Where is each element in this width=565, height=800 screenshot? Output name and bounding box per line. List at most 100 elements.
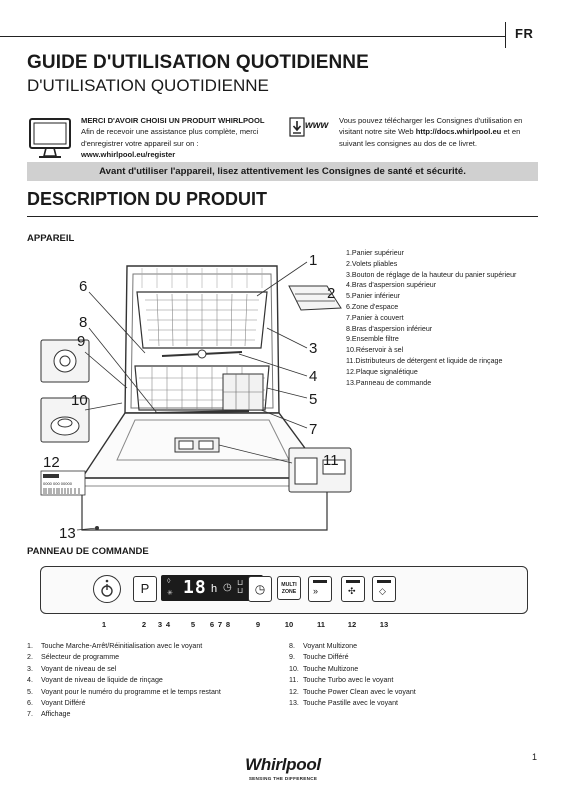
legend-item: 1. Touche Marche-Arrêt/Réinitialisation a… xyxy=(27,641,277,652)
panel-number: 5 xyxy=(190,620,196,629)
dishwasher-illustration: 1 2 3 4 5 6 7 8 9 10 11 12 13 0000 000 0… xyxy=(40,252,352,542)
register-info: MERCI D'AVOIR CHOISI UN PRODUIT WHIRLPOO… xyxy=(81,115,276,161)
brand-name: Whirlpool xyxy=(245,755,321,774)
legend-number: 7. xyxy=(27,710,33,719)
tablet-button[interactable]: ◇ xyxy=(372,576,396,602)
whirlpool-logo: Whirlpool SENSING THE DIFFERENCE xyxy=(233,755,333,781)
legend-number: 6. xyxy=(27,699,33,708)
legend-item: 12.Touche Power Clean avec le voyant xyxy=(289,687,539,698)
part-item: 11.Distributeurs de détergent et liquide… xyxy=(346,356,503,365)
brand-tagline: SENSING THE DIFFERENCE xyxy=(248,776,318,781)
safety-warning-banner: Avant d'utiliser l'appareil, lisez atten… xyxy=(27,162,538,181)
thanks-line: d'enregistrer votre appareil sur on : xyxy=(81,138,199,148)
panel-number: 6 xyxy=(209,620,215,629)
section-rule xyxy=(27,216,538,217)
power-clean-button[interactable]: ✣ xyxy=(341,576,365,602)
power-button[interactable] xyxy=(93,575,121,603)
legend-number: 13. xyxy=(289,699,299,708)
callout-3: 3 xyxy=(309,340,317,357)
header-separator xyxy=(505,22,506,48)
legend-text: Touche Marche-Arrêt/Réinitialisation ave… xyxy=(41,642,203,650)
part-item: 9.Ensemble filtre xyxy=(346,335,399,344)
legend-number: 12. xyxy=(289,687,299,696)
legend-item: 5.Voyant pour le numéro du programme et … xyxy=(27,687,277,698)
multizone-label: ZONE xyxy=(281,588,297,595)
rating-plate-text: 0000 000 00000 xyxy=(43,481,73,486)
multizone-indicator: ⊔⊔ xyxy=(237,578,244,595)
legend-number: 1. xyxy=(27,642,33,650)
part-item: 12.Plaque signalétique xyxy=(346,367,418,376)
legend-item: 13. Touche Pastille avec le voyant xyxy=(289,698,539,709)
part-item: 5.Panier inférieur xyxy=(346,292,401,301)
control-panel-heading: PANNEAU DE COMMANDE xyxy=(27,546,149,557)
legend-text: Touche Multizone xyxy=(303,664,359,673)
callout-9: 9 xyxy=(77,333,85,350)
legend-number: 5. xyxy=(27,687,33,696)
part-item: 3.Bouton de réglage de la hauteur du pan… xyxy=(346,270,517,279)
appliance-heading: APPAREIL xyxy=(27,233,75,244)
legend-number: 2. xyxy=(27,653,33,662)
download-line: Vous pouvez télécharger les Consignes d'… xyxy=(339,116,523,125)
callout-10: 10 xyxy=(71,392,88,409)
control-panel-diagram: P ◊ ✳ 18 h ◷ ⊔⊔ ◷ MULTI ZONE » ✣ ◇ xyxy=(40,566,528,614)
panel-number: 10 xyxy=(284,620,294,629)
legend-item: 8.Voyant Multizone xyxy=(289,641,539,652)
legend-text: Voyant Différé xyxy=(41,699,86,708)
part-item: 2.Volets pliables xyxy=(346,259,398,268)
legend-text: Touche Pastille avec le voyant xyxy=(303,699,399,708)
part-item: 6.Zone d'espace xyxy=(346,302,399,311)
callout-6: 6 xyxy=(79,278,87,295)
download-icon: www xyxy=(289,117,333,137)
legend-item: 9.Touche Différé xyxy=(289,652,539,663)
download-line: visitant notre site Web http://docs.whir… xyxy=(339,126,544,137)
display-digits: 18 xyxy=(183,577,207,598)
multizone-label: MULTI xyxy=(281,582,297,588)
legend-number: 4. xyxy=(27,676,33,685)
tablet-icon: ◇ xyxy=(379,586,386,596)
legend-item: 2. Sélecteur de programme xyxy=(27,652,277,663)
parts-list: 1.Panier supérieur 2.Volets pliables 3.B… xyxy=(346,248,516,388)
turbo-led xyxy=(313,580,327,583)
program-selector-button[interactable]: P xyxy=(133,576,157,602)
legend-text: Sélecteur de programme xyxy=(41,653,120,662)
program-key-label: P xyxy=(140,581,150,596)
callout-2: 2 xyxy=(327,285,335,302)
legend-number: 3. xyxy=(27,664,33,673)
download-line: suivant les consignes au dos de ce livre… xyxy=(339,138,478,148)
callout-12: 12 xyxy=(43,454,60,471)
control-legend-left: 1. Touche Marche-Arrêt/Réinitialisation a… xyxy=(27,641,277,721)
panel-number: 8 xyxy=(225,620,231,629)
delay-button[interactable]: ◷ xyxy=(248,576,272,602)
display-unit: h xyxy=(211,583,218,595)
callout-8: 8 xyxy=(79,314,87,331)
page-title: GUIDE D'UTILISATION QUOTIDIENNE xyxy=(27,52,369,73)
legend-number: 10. xyxy=(289,664,299,673)
rinse-aid-indicator: ✳ xyxy=(167,590,173,597)
callout-4: 4 xyxy=(309,368,317,385)
register-link[interactable]: www.whirlpool.eu/register xyxy=(81,150,176,160)
computer-icon xyxy=(29,118,71,158)
power-clean-led xyxy=(346,580,360,583)
section-title: DESCRIPTION DU PRODUIT xyxy=(27,189,268,209)
download-info: Vous pouvez télécharger les Consignes d'… xyxy=(339,115,544,149)
legend-text: Voyant de niveau de liquide de rinçage xyxy=(41,676,163,685)
panel-number: 12 xyxy=(347,620,357,629)
display: ◊ ✳ 18 h ◷ ⊔⊔ xyxy=(161,575,263,601)
download-text: visitant notre site Web xyxy=(339,127,416,137)
part-item: 13.Panneau de commande xyxy=(346,378,432,387)
part-item: 8.Bras d'aspersion inférieur xyxy=(346,324,433,333)
legend-text: Affichage xyxy=(41,710,71,719)
turbo-button[interactable]: » xyxy=(308,576,332,602)
legend-text: Touche Différé xyxy=(303,653,349,662)
legend-text: Touche Turbo avec le voyant xyxy=(303,676,394,685)
part-item: 10.Réservoir à sel xyxy=(346,346,404,355)
multizone-button[interactable]: MULTI ZONE xyxy=(277,576,301,600)
delay-indicator: ◷ xyxy=(223,582,232,593)
callout-5: 5 xyxy=(309,391,317,408)
callout-1: 1 xyxy=(309,252,317,269)
control-panel-numbers: 1 2 3 4 5 6 7 8 9 10 11 12 13 xyxy=(27,620,538,632)
callout-11: 11 xyxy=(323,452,339,469)
callout-7: 7 xyxy=(309,421,317,438)
panel-number: 13 xyxy=(379,620,389,629)
docs-link[interactable]: http://docs.whirlpool.eu xyxy=(415,127,502,137)
